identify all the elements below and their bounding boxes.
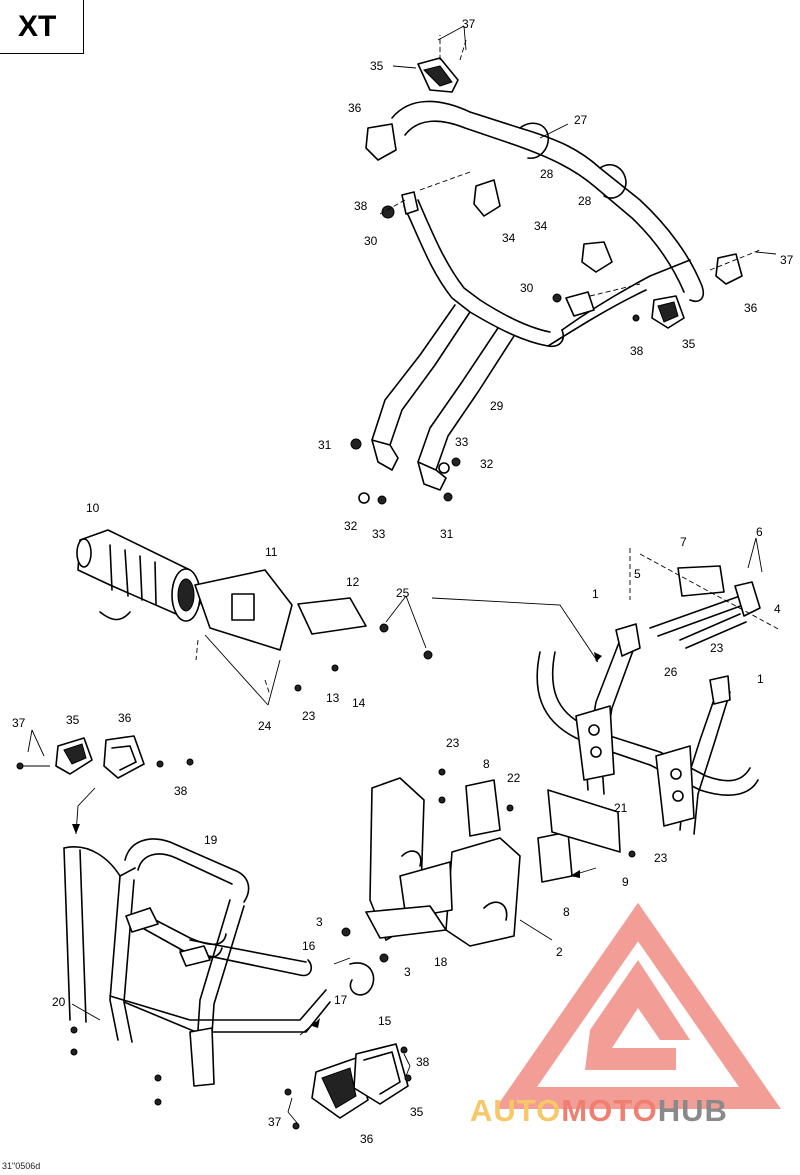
callout-2: 2 (556, 945, 563, 959)
callout-18: 18 (434, 955, 448, 969)
callout-37: 37 (780, 253, 794, 267)
watermark-text: AUTOMOTOHUB (470, 1093, 728, 1129)
callout-13: 13 (326, 691, 340, 705)
front-frame (431, 548, 781, 835)
callout-24: 24 (258, 719, 272, 733)
callout-37: 37 (12, 716, 26, 730)
callout-23: 23 (710, 641, 724, 655)
callout-23: 23 (302, 709, 316, 723)
callout-23: 23 (654, 851, 668, 865)
watermark-text-moto: MOTO (561, 1093, 658, 1128)
watermark-text-auto: AUTO (470, 1093, 562, 1128)
watermark-logo (494, 902, 782, 1109)
callout-37: 37 (268, 1115, 282, 1129)
callout-20: 20 (52, 995, 66, 1009)
callout-19: 19 (204, 833, 218, 847)
callout-12: 12 (346, 575, 360, 589)
callout-25: 25 (396, 586, 410, 600)
upper-tube-frame (350, 35, 761, 505)
callout-33: 33 (455, 435, 469, 449)
callout-23: 23 (446, 736, 460, 750)
callout-1: 1 (757, 672, 764, 686)
callout-6: 6 (756, 525, 763, 539)
callout-15: 15 (378, 1014, 392, 1028)
callout-32: 32 (344, 519, 358, 533)
callout-36: 36 (744, 301, 758, 315)
callout-1: 1 (592, 587, 599, 601)
callout-14: 14 (352, 696, 366, 710)
callout-28: 28 (540, 167, 554, 181)
watermark-text-hub: HUB (657, 1093, 728, 1128)
callout-3: 3 (316, 915, 323, 929)
callout-27: 27 (574, 113, 588, 127)
callout-9: 9 (622, 875, 629, 889)
callout-17: 17 (334, 993, 348, 1007)
callout-35: 35 (682, 337, 696, 351)
callout-37: 37 (462, 17, 476, 31)
model-label-box: XT (0, 0, 84, 54)
callout-36: 36 (348, 101, 362, 115)
callout-4: 4 (774, 602, 781, 616)
callout-36: 36 (118, 711, 132, 725)
callout-21: 21 (614, 801, 628, 815)
callout-38: 38 (174, 784, 188, 798)
callout-29: 29 (490, 399, 504, 413)
front-bumper (63, 787, 331, 1106)
callout-30: 30 (364, 234, 378, 248)
callout-8: 8 (563, 905, 570, 919)
callout-35: 35 (370, 59, 384, 73)
callout-30: 30 (520, 281, 534, 295)
callout-22: 22 (507, 771, 521, 785)
winch-assembly (76, 529, 433, 706)
callout-31: 31 (318, 438, 332, 452)
callout-32: 32 (480, 457, 494, 471)
callout-10: 10 (86, 501, 100, 515)
callout-31: 31 (440, 527, 454, 541)
callout-38: 38 (354, 199, 368, 213)
callout-8: 8 (483, 757, 490, 771)
callout-16: 16 (302, 939, 316, 953)
small-guards (16, 735, 412, 1130)
callout-26: 26 (664, 665, 678, 679)
callout-36: 36 (360, 1132, 374, 1146)
callout-33: 33 (372, 527, 386, 541)
callout-35: 35 (66, 713, 80, 727)
callout-38: 38 (416, 1055, 430, 1069)
callout-3: 3 (404, 965, 411, 979)
callout-7: 7 (680, 535, 687, 549)
callout-leaders (27, 25, 777, 1125)
callout-28: 28 (578, 194, 592, 208)
callout-11: 11 (265, 545, 278, 559)
callout-35: 35 (410, 1105, 424, 1119)
center-guards (333, 768, 636, 996)
callout-38: 38 (630, 344, 644, 358)
callout-34: 34 (502, 231, 516, 245)
callout-34: 34 (534, 219, 548, 233)
callout-5: 5 (634, 567, 641, 581)
model-label: XT (18, 10, 57, 43)
figure-code: 31"0506d (2, 1161, 41, 1171)
